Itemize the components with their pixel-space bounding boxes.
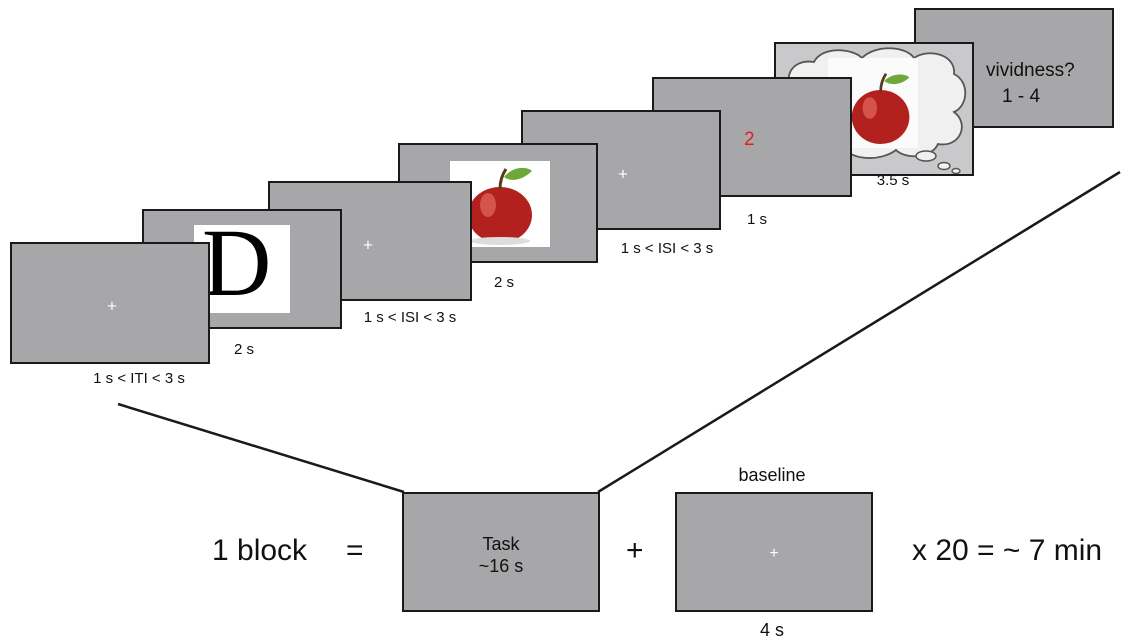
task-duration: ~16 s — [478, 556, 524, 576]
fixation-cross: + — [769, 545, 779, 562]
baseline-duration: 4 s — [759, 620, 785, 640]
plus-sign: + — [626, 534, 644, 567]
letter-duration: 2 s — [233, 341, 255, 358]
baseline-box: + — [675, 492, 873, 612]
block-label: 1 block — [212, 534, 308, 567]
right-connector-line — [597, 170, 1121, 494]
apple-icon — [468, 167, 532, 245]
repeat-total: x 20 = ~ 7 min — [912, 534, 1103, 567]
baseline-label: baseline — [738, 465, 806, 485]
left-connector-line — [117, 402, 405, 494]
fixation-cross: + — [107, 296, 117, 316]
number-duration: 1 s — [746, 211, 768, 228]
letter-stimulus: D — [194, 225, 290, 313]
imagery-duration: 3.5 s — [876, 172, 910, 189]
iti-duration: 1 s < ITI < 3 s — [93, 370, 185, 387]
isi-1-duration: 1 s < ISI < 3 s — [363, 309, 457, 326]
rating-scale: 1 - 4 — [1002, 86, 1041, 107]
task-box: Task ~16 s — [402, 492, 600, 612]
task-label: Task — [482, 534, 520, 554]
iti-screen: + — [10, 242, 210, 364]
equals-sign: = — [346, 534, 364, 567]
isi-2-duration: 1 s < ISI < 3 s — [620, 240, 714, 257]
image-duration: 2 s — [493, 274, 515, 291]
vividness-question: vividness? — [986, 60, 1075, 81]
fixation-cross: + — [618, 164, 628, 184]
fixation-cross: + — [363, 235, 373, 255]
letter-d: D — [202, 225, 272, 313]
cue-number: 2 — [744, 129, 755, 150]
